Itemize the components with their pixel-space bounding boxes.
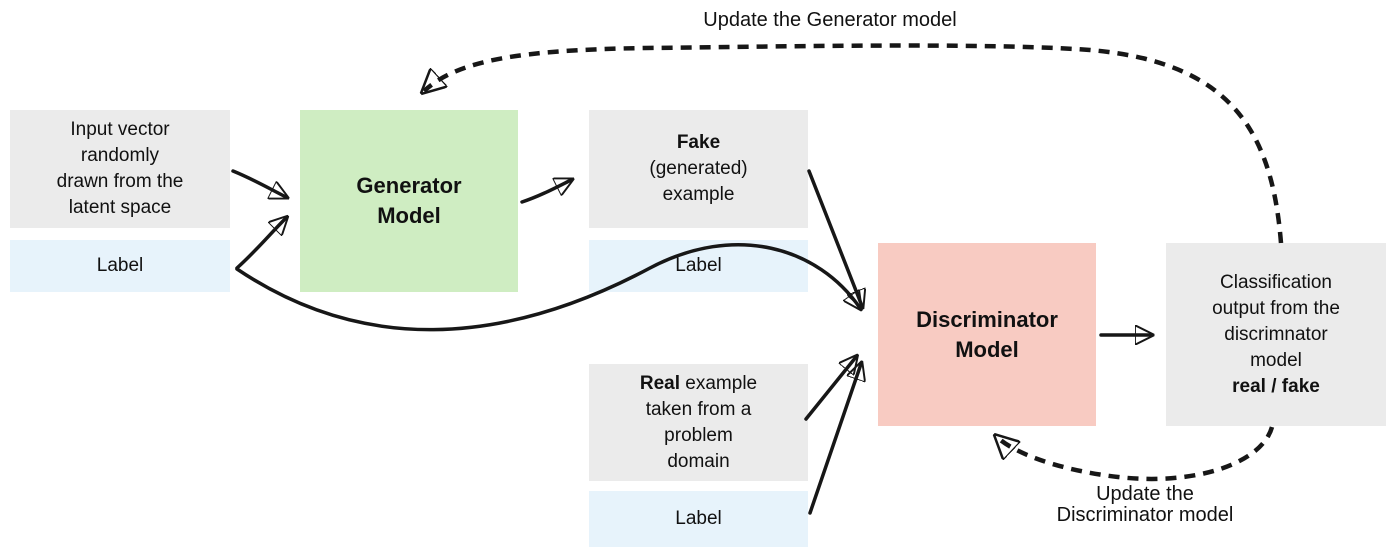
fake-example-box: Fake(generated) example <box>589 110 808 228</box>
dashed-arrow-update-generator <box>424 43 1284 244</box>
arrow-real-label-to-discriminator <box>808 364 861 515</box>
fake-example-text: Fake(generated) example <box>649 132 748 205</box>
discriminator-model-label: Discriminator Model <box>916 306 1058 362</box>
arrow-generator-to-fake <box>520 180 571 204</box>
discriminator-model-box: Discriminator Model <box>878 243 1096 426</box>
update-discriminator-annotation: Update the Discriminator model <box>1056 483 1234 526</box>
classification-output-text: Classification output from the discrimna… <box>1212 271 1340 397</box>
arrow-real-to-discriminator <box>804 357 856 421</box>
dashed-arrow-update-discriminator <box>997 426 1275 482</box>
real-label-box: Label <box>589 491 808 547</box>
arrow-fake-to-discriminator <box>807 169 862 306</box>
update-generator-annotation: Update the Generator model <box>703 9 957 31</box>
generator-model-box: Generator Model <box>300 110 518 292</box>
fake-label-box: Label <box>589 240 808 292</box>
arrow-label-to-generator <box>235 218 286 270</box>
generator-model-label: Generator Model <box>356 173 462 228</box>
input-label-box: Label <box>10 240 230 292</box>
arrow-input-to-generator <box>231 169 286 197</box>
classification-output-box: Classification output from the discrimna… <box>1166 243 1386 426</box>
input-vector-box: Input vector randomly drawn from the lat… <box>10 110 230 228</box>
